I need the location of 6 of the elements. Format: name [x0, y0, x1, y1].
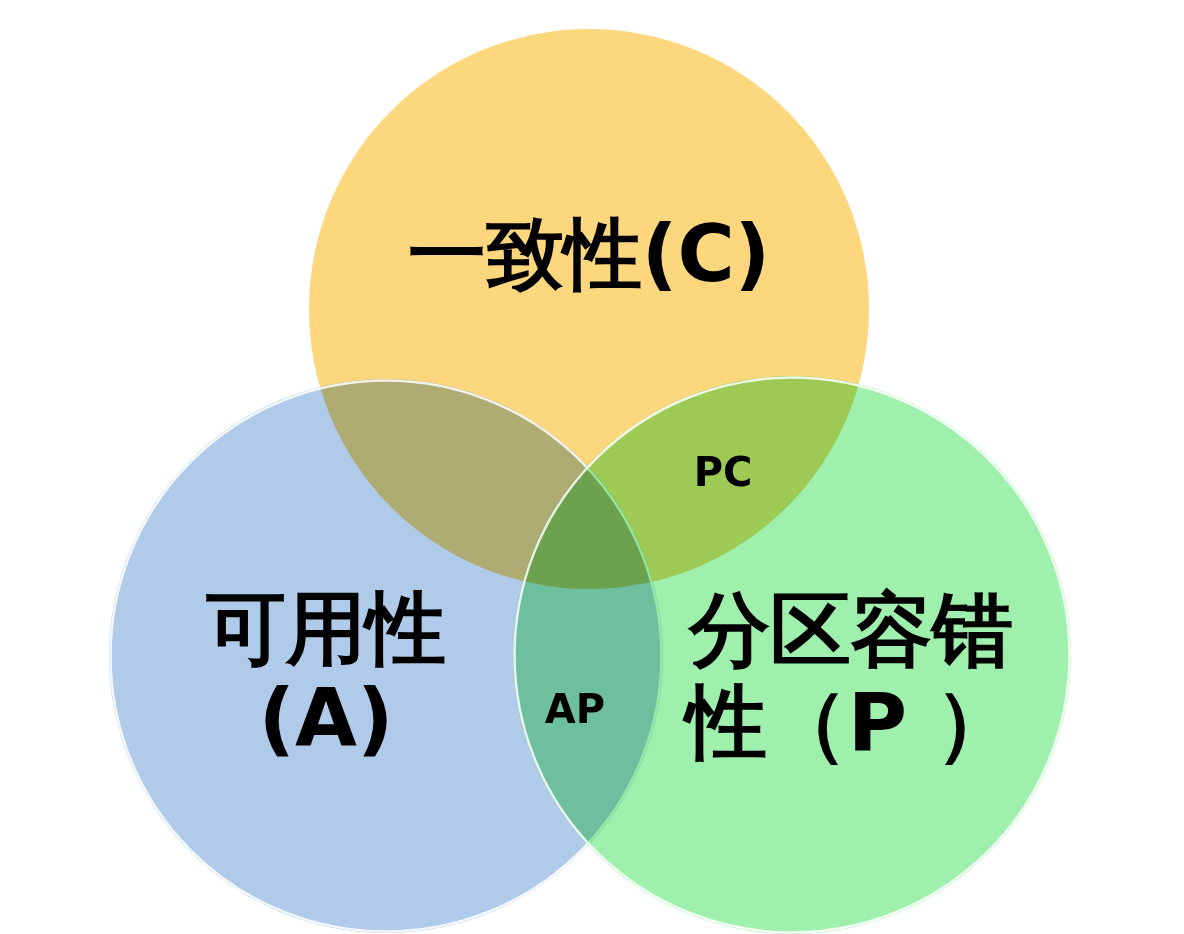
- set-label: 一致性(C): [407, 209, 771, 299]
- venn-circle: [513, 376, 1071, 934]
- set-label: 分区容错性（P ）: [681, 585, 1021, 769]
- region-label: PC: [693, 450, 753, 496]
- set-label: 可用性(A): [205, 583, 447, 765]
- region-label: AP: [544, 687, 606, 733]
